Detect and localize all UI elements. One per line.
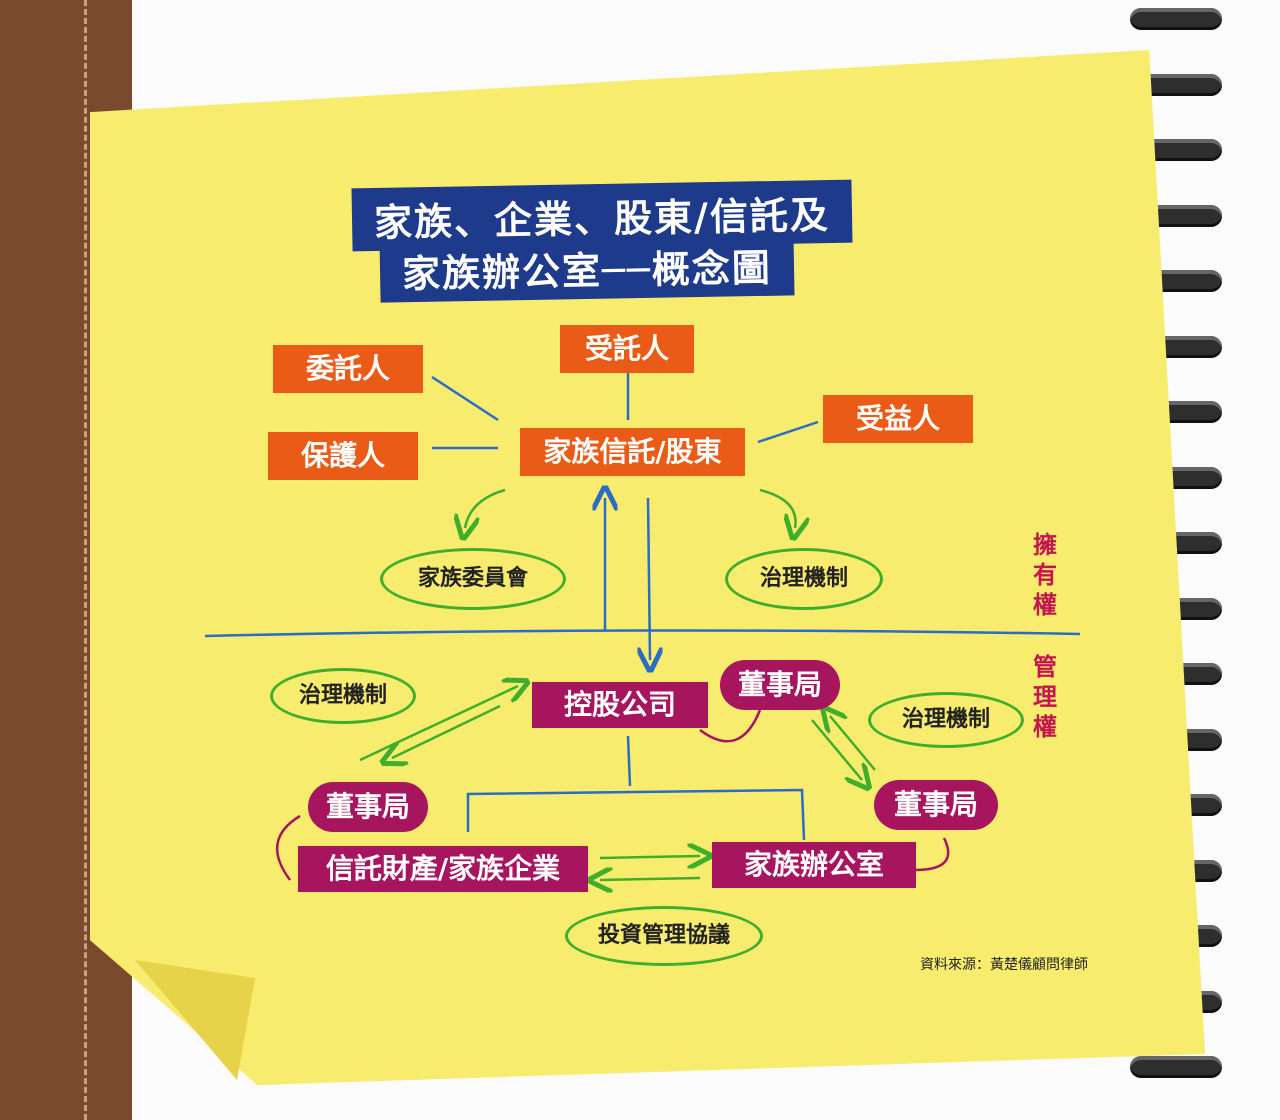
arrow-down — [648, 497, 650, 660]
line-beneficiary — [757, 420, 819, 444]
stitching — [84, 0, 87, 1120]
protector-box: 保護人 — [268, 432, 418, 480]
governance-oval-top: 治理機制 — [725, 548, 883, 610]
board-pill-left: 董事局 — [308, 782, 428, 832]
management-label: 管理權 — [1033, 653, 1057, 741]
board-pill-right: 董事局 — [874, 780, 998, 830]
settlor-box: 委託人 — [273, 345, 423, 393]
title-line-2: 家族辦公室──概念圖 — [379, 232, 795, 303]
investment-agreement-oval: 投資管理協議 — [565, 906, 763, 966]
trustee-box: 受託人 — [560, 325, 694, 373]
bracket-line — [466, 788, 806, 841]
line-holding-down — [626, 735, 632, 787]
binding-ring — [1130, 8, 1222, 30]
beneficiary-box: 受益人 — [823, 395, 973, 443]
family-trust-box: 家族信託/股東 — [520, 428, 745, 476]
trust-property-box: 信託財產/家族企業 — [298, 846, 588, 892]
source-note: 資料來源：黃楚儀顧問律師 — [920, 957, 1088, 973]
governance-oval-right: 治理機制 — [868, 692, 1024, 748]
family-office-box: 家族辦公室 — [712, 842, 916, 888]
binding-ring — [1130, 73, 1222, 96]
family-committee-oval: 家族委員會 — [380, 548, 566, 610]
line-settlor — [431, 375, 499, 422]
divider-line — [204, 629, 1081, 638]
binding-ring — [1130, 1056, 1222, 1078]
holding-company-box: 控股公司 — [532, 682, 708, 728]
governance-oval-left: 治理機制 — [270, 668, 416, 724]
ownership-label: 擁有權 — [1033, 531, 1057, 619]
board-pill-top: 董事局 — [720, 660, 840, 710]
